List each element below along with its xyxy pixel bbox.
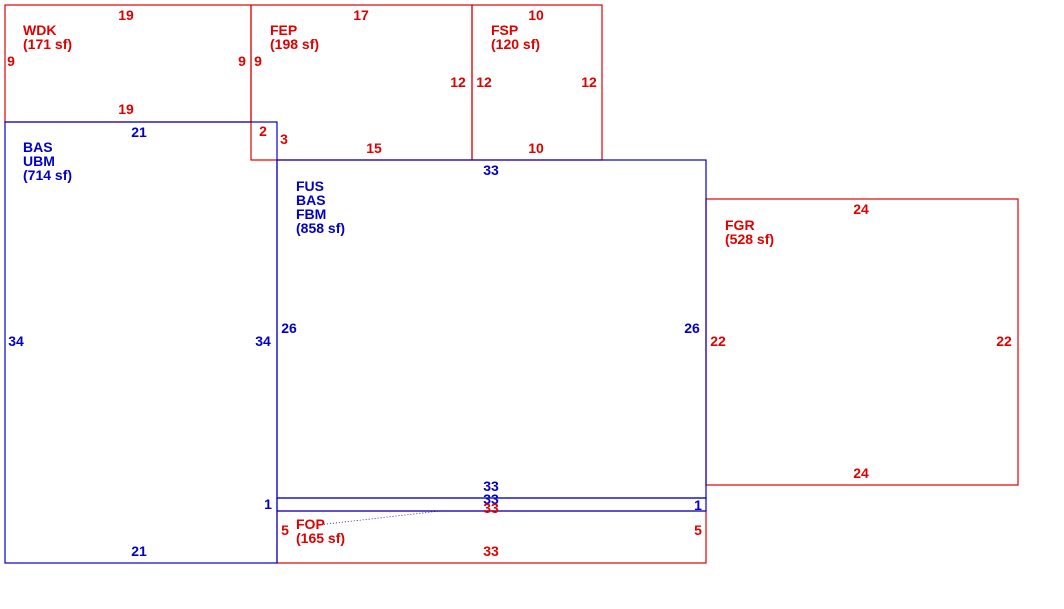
dim-fsp-bottom: 10 xyxy=(528,140,544,156)
wdk-area-label: WDK (171 sf) xyxy=(23,22,72,52)
dim-fgr-bottom: 24 xyxy=(853,465,869,481)
dim-strip-top: 33 xyxy=(483,491,499,507)
dim-bas-step: 2 xyxy=(259,123,267,139)
dim-fgr-right: 22 xyxy=(996,333,1012,349)
strip-outline xyxy=(276,497,707,512)
fus-code-3: FBM xyxy=(296,206,326,222)
fop-leader-line xyxy=(317,510,441,526)
fgr-code: FGR xyxy=(725,217,755,233)
dim-fsp-top: 10 xyxy=(528,7,544,23)
fop-area-label: FOP (165 sf) xyxy=(296,516,345,546)
dim-fop-top: 33 xyxy=(483,500,499,516)
bas-area-label: BAS UBM (714 sf) xyxy=(23,139,72,183)
dim-fep-bottom: 15 xyxy=(366,140,382,156)
dim-strip-right: 1 xyxy=(694,497,702,513)
dim-fep-left: 9 xyxy=(254,53,262,69)
fus-outline xyxy=(276,159,707,499)
fep-area-label: FEP (198 sf) xyxy=(270,22,319,52)
fep-code: FEP xyxy=(270,22,297,38)
bas-code-2: UBM xyxy=(23,153,55,169)
dim-fgr-left: 22 xyxy=(710,333,726,349)
bas-outline xyxy=(4,121,278,564)
bas-area: (714 sf) xyxy=(23,167,72,183)
dim-fop-right: 5 xyxy=(694,522,702,538)
dim-fop-bottom: 33 xyxy=(483,543,499,559)
dim-wdk-top: 19 xyxy=(118,7,134,23)
dim-fgr-top: 24 xyxy=(853,201,869,217)
fsp-area-label: FSP (120 sf) xyxy=(491,22,540,52)
fop-area: (165 sf) xyxy=(296,530,345,546)
dim-bas-right: 34 xyxy=(255,333,271,349)
fsp-area: (120 sf) xyxy=(491,36,540,52)
dim-fus-top: 33 xyxy=(483,162,499,178)
fus-area-label: FUS BAS FBM (858 sf) xyxy=(296,178,345,236)
dim-wdk-bottom: 19 xyxy=(118,101,134,117)
dim-fep-top: 17 xyxy=(353,7,369,23)
fep-area: (198 sf) xyxy=(270,36,319,52)
dim-fsp-right: 12 xyxy=(581,74,597,90)
fus-area: (858 sf) xyxy=(296,220,345,236)
fus-code-1: FUS xyxy=(296,178,324,194)
dim-bas-left: 34 xyxy=(8,333,24,349)
fgr-area: (528 sf) xyxy=(725,231,774,247)
dim-bas-top: 21 xyxy=(131,124,147,140)
dim-fsp-left: 12 xyxy=(476,74,492,90)
wdk-code: WDK xyxy=(23,22,56,38)
dim-bas-notch: 1 xyxy=(264,496,272,512)
wdk-area: (171 sf) xyxy=(23,36,72,52)
fop-code: FOP xyxy=(296,516,325,532)
fsp-code: FSP xyxy=(491,22,518,38)
dim-fus-right: 26 xyxy=(684,320,700,336)
fus-code-2: BAS xyxy=(296,192,326,208)
dim-fus-left: 26 xyxy=(281,320,297,336)
bas-code-1: BAS xyxy=(23,139,53,155)
dim-wdk-left: 9 xyxy=(7,53,15,69)
dim-wdk-right: 9 xyxy=(238,53,246,69)
dim-fep-step: 3 xyxy=(280,131,288,147)
dim-fop-left: 5 xyxy=(281,522,289,538)
dim-fep-right: 12 xyxy=(450,74,466,90)
dim-bas-bottom: 21 xyxy=(131,543,147,559)
fgr-area-label: FGR (528 sf) xyxy=(725,217,774,247)
dim-fus-bottom: 33 xyxy=(483,478,499,494)
